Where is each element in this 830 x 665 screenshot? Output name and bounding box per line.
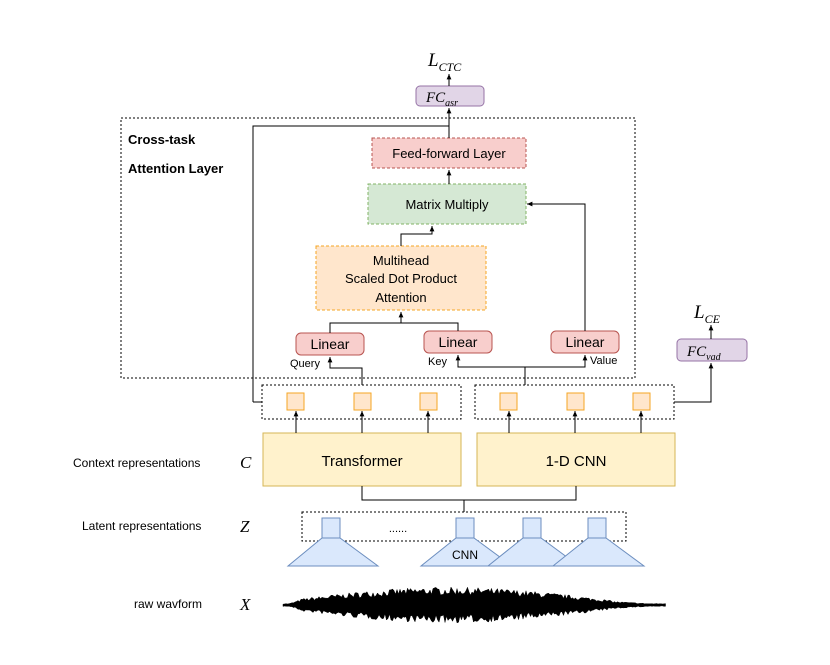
cnn-feature-encoder-group [286,517,646,567]
token [419,392,438,411]
cross-task-attention-container [120,117,636,379]
raw-waveform [282,586,666,624]
query-label: Query [290,358,320,370]
matrix-multiply-box [367,183,527,225]
raw-waveform-label: raw wavform [134,597,202,611]
latent-symbol: Z [240,517,250,536]
latent-representations-label: Latent representations [82,519,201,533]
cnn-1d-label: 1-D CNN [546,453,607,470]
context-symbol: C [240,453,252,472]
attention-block-title-line1: Cross-task [128,132,196,147]
transformer-label: Transformer [321,453,402,470]
cnn-1d-box [476,432,676,487]
linear-value-label: Linear [566,334,605,350]
fc-vad-box [676,338,748,362]
attention-label-line1: Multihead [373,253,429,268]
token [632,392,651,411]
fc-vad-label: FCvad [686,344,722,363]
fc-asr-label: FCasr [425,90,458,109]
multihead-attention-box [315,245,487,311]
value-label: Value [590,355,617,367]
token [499,392,518,411]
ctc-loss-label: LCTC [427,50,462,74]
fc-asr-box [415,85,485,107]
key-label: Key [428,356,447,368]
linear-query-label: Linear [311,336,350,352]
token [286,392,305,411]
attention-block-title-line2: Attention Layer [128,161,223,176]
connectors [252,74,714,512]
waveform-symbol: X [239,595,251,614]
linear-key-label: Linear [439,334,478,350]
latent-ellipsis: ...... [389,523,407,535]
ce-loss-label: LCE [693,302,721,326]
context-representations-label: Context representations [73,456,200,470]
feed-forward-box [371,137,527,169]
attention-label-line2: Scaled Dot Product [345,271,457,286]
token [566,392,585,411]
cnn-label: CNN [452,548,478,562]
feed-forward-label: Feed-forward Layer [392,146,506,161]
attention-label-line3: Attention [375,290,426,305]
token [353,392,372,411]
matrix-multiply-label: Matrix Multiply [405,197,489,212]
